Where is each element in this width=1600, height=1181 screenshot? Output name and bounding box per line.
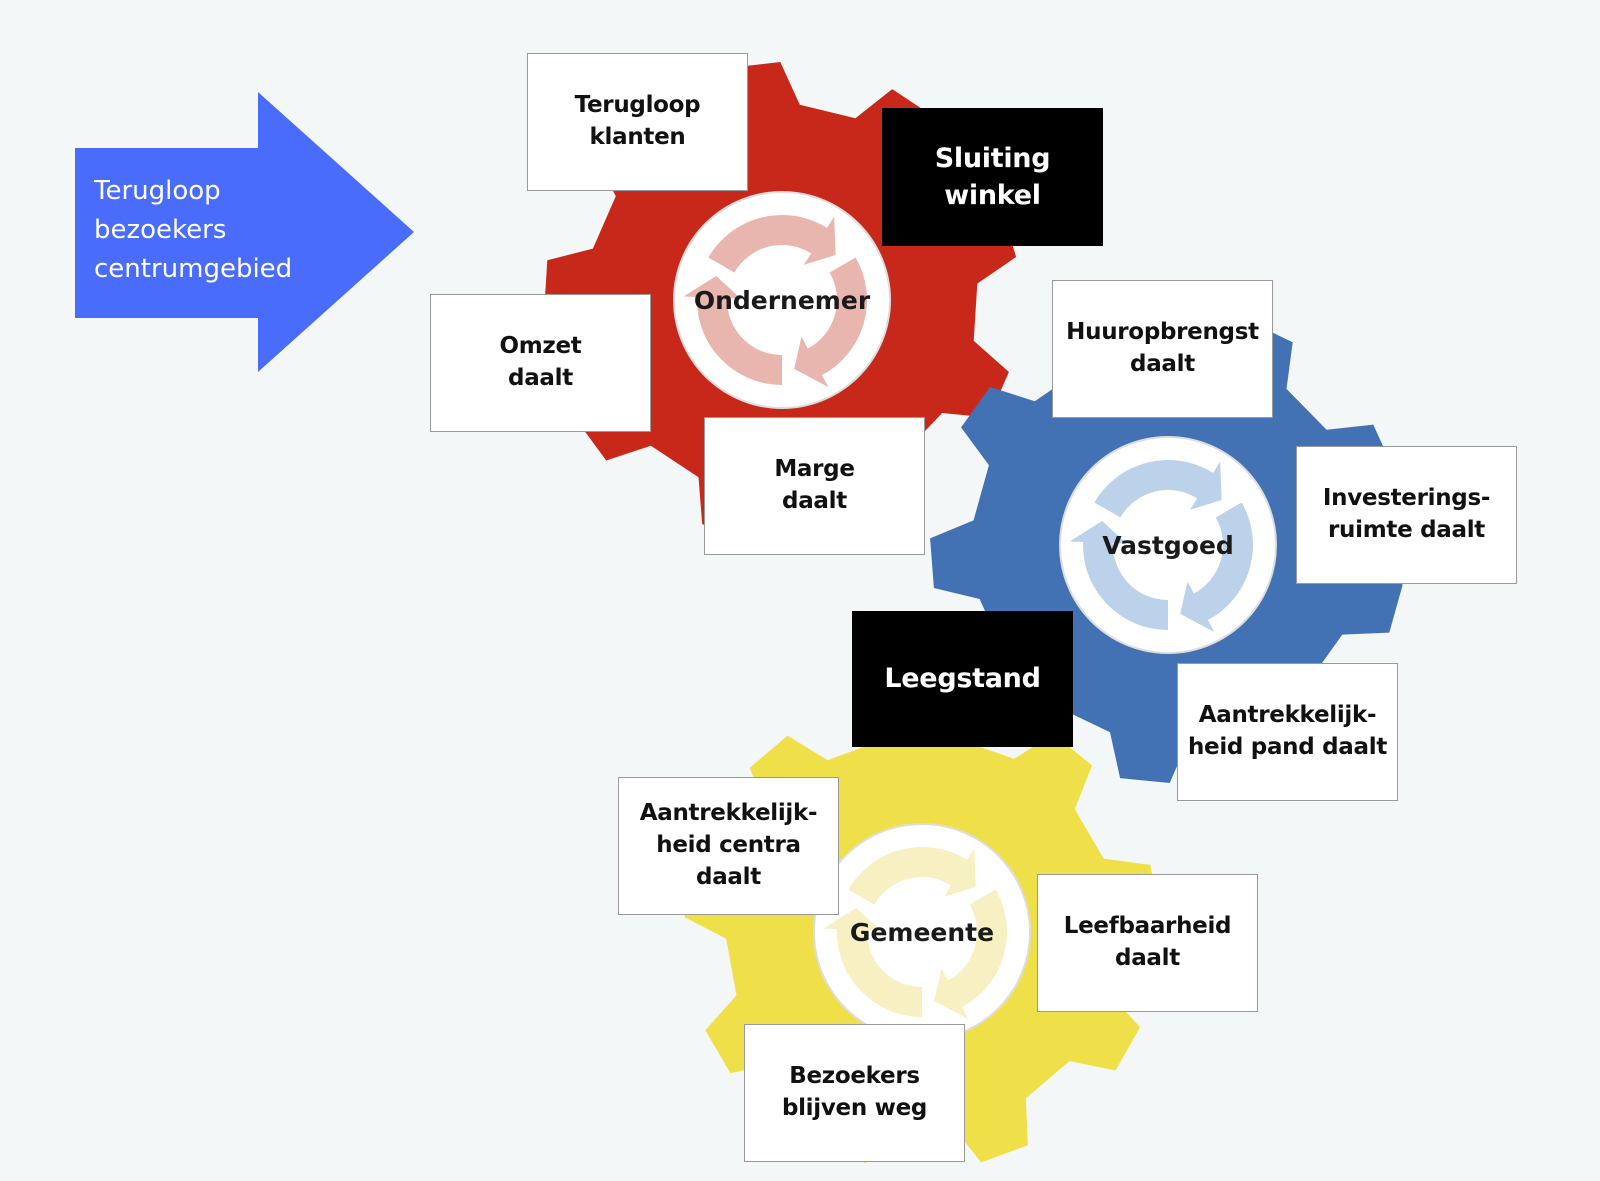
cycle-arrow-icon (1069, 521, 1168, 630)
box-text: Sluiting winkel (934, 142, 1051, 211)
box-text: Marge daalt (774, 456, 855, 514)
box-marge-daalt: Marge daalt (704, 417, 925, 555)
box-aantrekkelijkheid-centra-daalt: Aantrekkelijk- heid centra daalt (618, 777, 839, 915)
box-text: Aantrekkelijk- heid pand daalt (1187, 702, 1388, 760)
box-text: Aantrekkelijk- heid centra daalt (639, 800, 818, 890)
cycle-arrow-icon (683, 276, 782, 385)
cycle-arrow-icon (794, 257, 867, 387)
cycle-arrow-icon (708, 215, 836, 273)
box-text: Bezoekers blijven weg (781, 1063, 928, 1121)
box-text: Leegstand (884, 663, 1041, 695)
box-sluiting-winkel: Sluiting winkel (882, 108, 1103, 246)
cycle-arrow-icon (1180, 502, 1253, 632)
box-bezoekers-blijven-weg: Bezoekers blijven weg (744, 1024, 965, 1162)
box-leegstand: Leegstand (852, 611, 1073, 747)
box-aantrekkelijkheid-pand-daalt: Aantrekkelijk- heid pand daalt (1177, 663, 1398, 801)
gear-label-ondernemer: Ondernemer (694, 286, 871, 315)
box-text: Investerings- ruimte daalt (1322, 485, 1491, 543)
cycle-arrow-icon (1094, 459, 1222, 518)
arrow-shape (75, 92, 414, 372)
gear-label-gemeente: Gemeente (850, 918, 994, 947)
cycle-arrow-icon (823, 908, 922, 1017)
box-terugloop-klanten: Terugloop klanten (527, 53, 748, 191)
box-omzet-daalt: Omzet daalt (430, 294, 651, 432)
box-text: Leefbaarheid daalt (1063, 913, 1232, 971)
box-text: Omzet daalt (499, 333, 582, 391)
gear-label-vastgoed: Vastgoed (1102, 531, 1234, 560)
cycle-arrow-icon (848, 847, 976, 905)
box-text: Huuropbrengst daalt (1066, 319, 1259, 377)
box-huuropbrengst-daalt: Huuropbrengst daalt (1052, 280, 1273, 418)
box-investeringsruimte-daalt: Investerings- ruimte daalt (1296, 446, 1517, 584)
arrow-label: Terugloop bezoekers centrumgebied (94, 176, 293, 284)
box-text: Terugloop klanten (574, 92, 701, 150)
cycle-arrow-icon (934, 889, 1007, 1019)
box-leefbaarheid-daalt: Leefbaarheid daalt (1037, 874, 1258, 1012)
